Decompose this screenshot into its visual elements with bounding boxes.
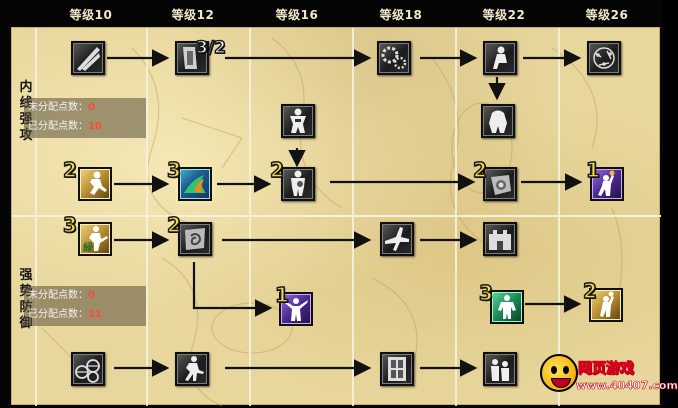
skill-dunk-player[interactable] — [590, 167, 624, 201]
level-header-22: 等级22 — [482, 8, 526, 22]
seated-player-icon — [493, 46, 507, 69]
slash-icon — [77, 47, 100, 71]
level-header-18: 等级18 — [379, 8, 423, 22]
spiral-shield-icon — [185, 228, 205, 250]
column-divider — [352, 28, 354, 406]
skill-points-badge: 3/2 — [195, 37, 226, 59]
basketballs-icon — [75, 359, 100, 383]
skill-points-badge: 2 — [62, 157, 77, 183]
skill-basketballs[interactable] — [71, 352, 105, 386]
unassigned-points-label: 未分配点数： — [28, 290, 88, 301]
skill-shield-badge[interactable] — [483, 167, 517, 201]
burst-player-icon — [284, 298, 308, 321]
defense-points-panel: 未分配点数：0 已分配点数：11 — [24, 286, 146, 326]
level-header-10: 等级10 — [69, 8, 113, 22]
level-header-16: 等级16 — [275, 8, 319, 22]
martial-arts-icon: 緑 — [83, 226, 108, 254]
unassigned-points-label: 未分配点数： — [28, 102, 88, 113]
comic-background-art — [41, 37, 623, 407]
column-divider — [455, 28, 457, 406]
skill-spiral-shield[interactable] — [178, 222, 212, 256]
assigned-points-label: 已分配点数： — [28, 121, 88, 132]
skill-armor[interactable] — [175, 41, 209, 75]
crowd-icon — [491, 359, 509, 381]
assigned-points-value: 11 — [88, 309, 102, 320]
skill-gears[interactable] — [377, 41, 411, 75]
svg-text:緑: 緑 — [83, 241, 94, 254]
skill-burst-player[interactable] — [279, 292, 313, 326]
court-diagram-icon — [593, 47, 615, 69]
watermark-url: www.40407.com — [576, 379, 678, 393]
column-divider — [35, 28, 37, 406]
castle-icon — [489, 230, 511, 250]
player-star-icon — [290, 108, 306, 133]
mascot-face-icon — [540, 354, 578, 392]
skill-points-badge: 3 — [166, 157, 181, 183]
kick-player-icon — [90, 171, 107, 195]
skill-castle[interactable] — [483, 222, 517, 256]
shield-badge-icon — [491, 175, 511, 195]
runner-icon — [185, 356, 204, 381]
skill-muscle-player[interactable] — [281, 167, 315, 201]
skill-points-badge: 2 — [472, 157, 487, 183]
skill-points-badge: 1 — [274, 282, 289, 308]
skill-points-badge: 2 — [582, 278, 597, 304]
column-divider — [249, 28, 251, 406]
armor-icon — [183, 47, 197, 69]
skill-seated-player[interactable] — [483, 41, 517, 75]
muscle-player-icon — [291, 170, 305, 196]
skill-door[interactable] — [380, 352, 414, 386]
skill-points-badge: 3 — [478, 280, 493, 306]
site-watermark-logo: 网页游戏 www.40407.com — [540, 352, 678, 404]
level-header-26: 等级26 — [585, 8, 629, 22]
skill-airplane[interactable] — [380, 222, 414, 256]
column-divider — [558, 28, 560, 406]
assigned-points-value: 10 — [88, 121, 102, 132]
skill-player-star[interactable] — [281, 104, 315, 138]
skill-kick-player[interactable] — [78, 167, 112, 201]
section-divider — [12, 215, 661, 217]
skill-points-badge: 2 — [166, 212, 181, 238]
airplane-icon — [385, 227, 409, 251]
skill-gorilla[interactable] — [481, 104, 515, 138]
watermark-title: 网页游戏 — [578, 361, 635, 378]
unassigned-points-value: 0 — [88, 290, 95, 301]
skill-shooter[interactable] — [589, 288, 623, 322]
skill-slash[interactable] — [71, 41, 105, 75]
skill-green-fire[interactable] — [178, 167, 212, 201]
skill-runner[interactable] — [175, 352, 209, 386]
skill-martial-arts[interactable]: 緑 — [78, 222, 112, 256]
skill-tree-screen: 等级10 等级12 等级16 等级18 等级22 等级26 — [11, 8, 678, 407]
gorilla-icon — [489, 110, 507, 133]
skill-points-badge: 1 — [585, 157, 600, 183]
assigned-points-label: 已分配点数： — [28, 309, 88, 320]
shooter-icon — [600, 291, 614, 317]
offense-points-panel: 未分配点数：0 已分配点数：10 — [24, 98, 146, 138]
defender-icon — [498, 295, 516, 319]
skill-tree-board: 内 线 强 攻 未分配点数：0 已分配点数：10 强 势 防 御 未分配点数：0… — [11, 27, 661, 407]
column-divider — [146, 28, 148, 406]
level-header-12: 等级12 — [171, 8, 215, 22]
unassigned-points-value: 0 — [88, 102, 95, 113]
skill-defender[interactable] — [490, 290, 524, 324]
dunk-player-icon — [598, 170, 615, 196]
door-icon — [388, 357, 406, 381]
gears-icon — [381, 46, 407, 70]
skill-crowd[interactable] — [483, 352, 517, 386]
green-fire-icon — [184, 175, 206, 193]
skill-points-badge: 3 — [62, 212, 77, 238]
skill-court-diagram[interactable] — [587, 41, 621, 75]
skill-points-badge: 2 — [269, 157, 284, 183]
